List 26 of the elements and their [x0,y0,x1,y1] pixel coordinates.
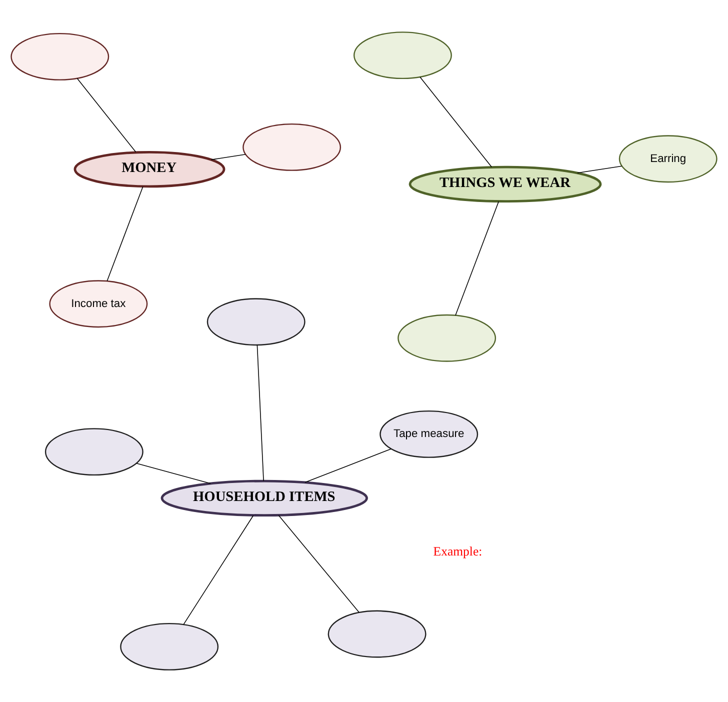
node-ellipse: Income tax [49,280,148,328]
node-ellipse [328,610,426,658]
connector [256,344,264,482]
node-ellipse: MONEY [74,150,226,188]
connector [76,78,136,153]
node-ellipse [10,32,110,80]
connector [420,76,492,168]
node-ellipse [242,123,342,171]
connector [278,515,360,613]
label: Example: [433,544,482,559]
node-ellipse [44,428,144,476]
connector [577,166,622,174]
connector [304,448,392,483]
node-ellipse [398,314,496,362]
node-ellipse: THINGS WE WEAR [408,166,602,202]
connector [106,186,144,282]
connector [136,463,211,484]
connector [183,515,254,625]
node-ellipse [206,298,306,346]
node-ellipse: Tape measure [380,410,478,458]
node-ellipse [354,32,452,80]
node-ellipse: HOUSEHOLD ITEMS [160,480,368,517]
connector [455,201,500,316]
connector [210,154,246,160]
node-ellipse [120,622,219,670]
node-ellipse: Earring [618,135,718,183]
